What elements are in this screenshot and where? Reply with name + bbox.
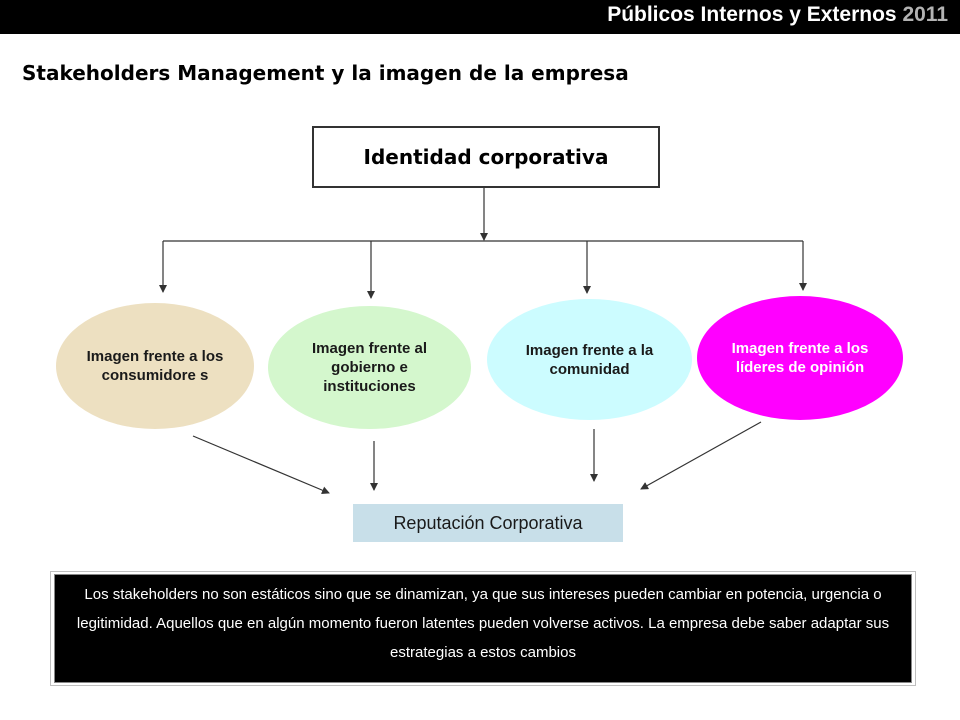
converge-arrow-consumers [192,435,330,494]
header-title-text: Públicos Internos y Externos [607,3,897,26]
converge-arrow-opinion-leaders [640,421,762,490]
note-text: Los stakeholders no son estáticos sino q… [54,574,912,683]
header-bar: Públicos Internos y Externos 2011 [0,0,960,34]
page-title: Stakeholders Management y la imagen de l… [22,61,629,85]
reputation-box: Reputación Corporativa [353,504,623,542]
identity-box: Identidad corporativa [312,126,660,188]
header-title: Públicos Internos y Externos 2011 [607,3,948,27]
image-node-community: Imagen frente a la comunidad [487,299,692,420]
image-node-government: Imagen frente al gobierno e institucione… [268,306,471,429]
image-node-consumers: Imagen frente a los consumidore s [56,303,254,429]
image-node-opinion-leaders: Imagen frente a los líderes de opinión [697,296,903,420]
header-year: 2011 [902,3,948,26]
